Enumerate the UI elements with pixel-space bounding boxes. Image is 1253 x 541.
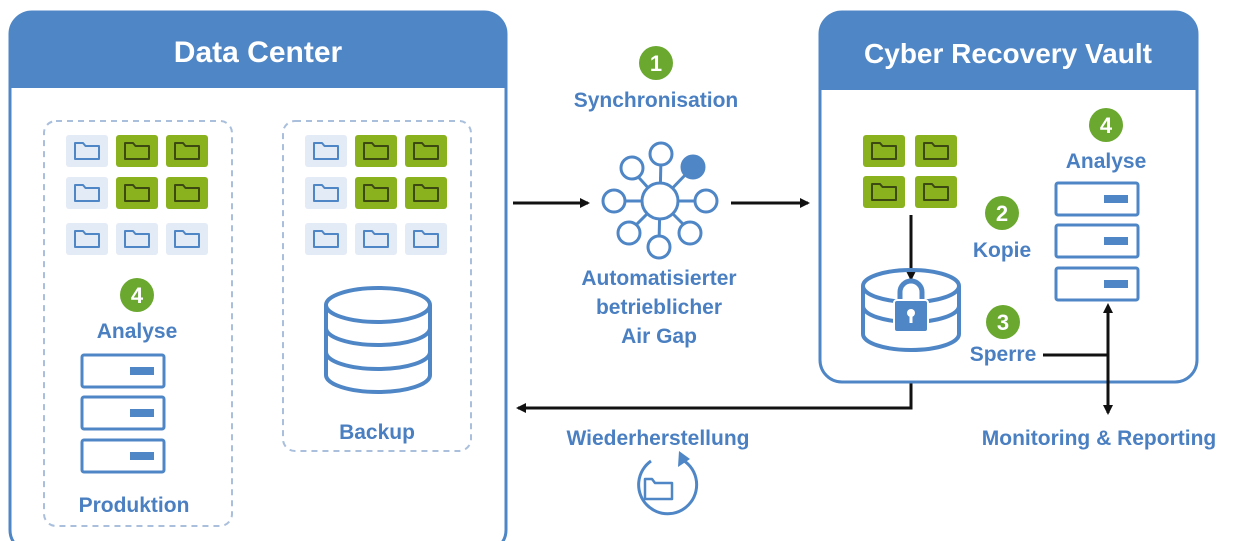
step-number: 4	[131, 283, 144, 308]
restore-icon	[637, 451, 699, 516]
svg-text:Air Gap: Air Gap	[621, 325, 697, 348]
produktion-folder-grid	[65, 134, 209, 256]
folder-icon	[115, 222, 159, 256]
vault-title: Cyber Recovery Vault	[864, 38, 1152, 69]
folder-icon	[404, 134, 448, 168]
backup-group: Backup	[282, 120, 472, 452]
folder-icon	[354, 134, 398, 168]
backup-label: Backup	[339, 421, 415, 444]
produktion-label: Produktion	[79, 494, 190, 517]
produktion-analyse-label: Analyse	[97, 320, 178, 343]
folder-icon	[914, 134, 958, 168]
monitoring-label: Monitoring & Reporting	[982, 427, 1216, 450]
network-hub-icon	[601, 141, 719, 260]
step-number: 4	[1100, 113, 1113, 138]
server-icon	[1054, 181, 1140, 302]
folder-icon	[165, 134, 209, 168]
folder-icon	[862, 134, 906, 168]
folder-icon	[354, 176, 398, 210]
folder-icon	[304, 134, 348, 168]
folder-icon	[65, 134, 109, 168]
folder-icon	[165, 222, 209, 256]
restore-label: Wiederherstellung	[566, 427, 749, 450]
folder-icon	[354, 222, 398, 256]
step-badge-1-sync: 1	[639, 46, 673, 80]
folder-icon	[914, 175, 958, 209]
data-center-panel: Data Center 4 Analyse	[8, 10, 508, 541]
step-number: 1	[650, 51, 662, 76]
step-number: 2	[996, 201, 1008, 226]
step-number: 3	[997, 310, 1009, 335]
folder-icon	[65, 176, 109, 210]
folder-icon	[165, 176, 209, 210]
folder-icon	[115, 134, 159, 168]
backup-folder-grid	[304, 134, 448, 256]
step-badge-4-produktion: 4	[120, 278, 154, 312]
server-icon	[80, 353, 166, 474]
sync-label: Synchronisation	[574, 89, 739, 112]
sperre-label: Sperre	[970, 343, 1037, 366]
svg-text:betrieblicher: betrieblicher	[596, 296, 722, 319]
folder-icon	[115, 176, 159, 210]
folder-icon	[862, 175, 906, 209]
step-badge-4-vault: 4	[1089, 108, 1123, 142]
database-icon	[324, 286, 432, 394]
produktion-group: 4 Analyse Produktion	[43, 120, 233, 527]
data-center-title: Data Center	[174, 36, 343, 69]
step-badge-2-kopie: 2	[985, 196, 1019, 230]
folder-icon	[304, 222, 348, 256]
kopie-label: Kopie	[973, 239, 1031, 262]
vault-panel: Cyber Recovery Vault 2 Kopie 3 Sperre	[818, 10, 1199, 384]
step-badge-3-sperre: 3	[986, 305, 1020, 339]
svg-text:Automatisierter: Automatisierter	[581, 267, 736, 290]
vault-analyse-label: Analyse	[1066, 150, 1147, 173]
folder-icon	[65, 222, 109, 256]
folder-icon	[404, 176, 448, 210]
airgap-label: Automatisierter betrieblicher Air Gap	[581, 267, 736, 348]
folder-icon	[404, 222, 448, 256]
folder-icon	[304, 176, 348, 210]
locked-database-icon	[861, 268, 961, 352]
